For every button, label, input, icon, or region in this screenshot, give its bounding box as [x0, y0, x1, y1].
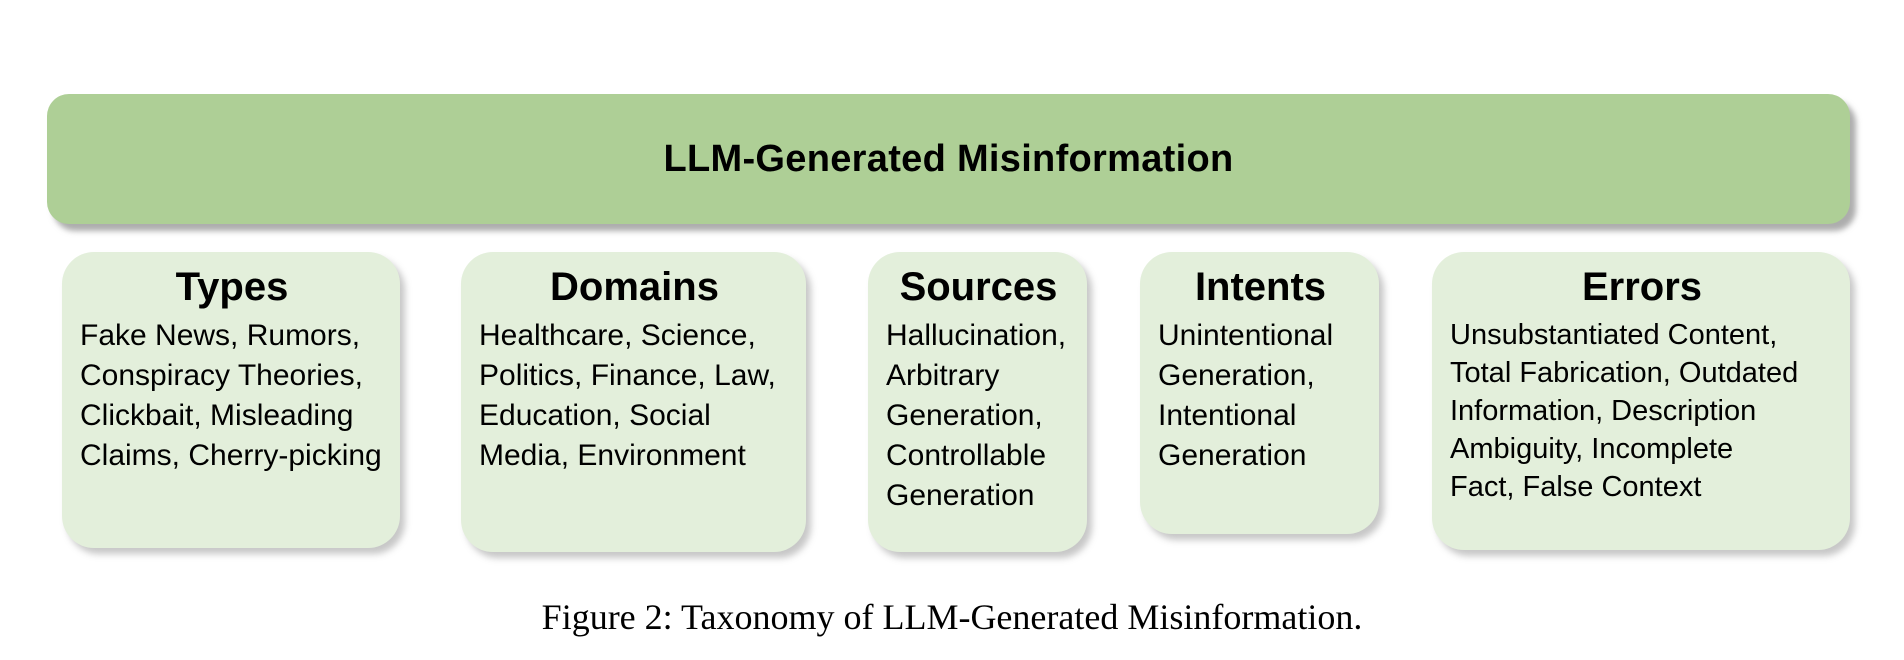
box-body-line: Ambiguity, Incomplete: [1450, 433, 1734, 465]
box-body-line: Conspiracy Theories,: [80, 359, 363, 392]
box-body-line: Hallucination,: [886, 319, 1067, 352]
box-body-line: Total Fabrication, Outdated: [1450, 357, 1799, 389]
taxonomy-box-errors: Errors Unsubstantiated Content, Total Fab…: [1432, 252, 1850, 550]
box-body-domains: Healthcare, Science, Politics, Finance, L…: [479, 316, 790, 476]
box-title-domains: Domains: [550, 265, 719, 309]
box-title-intents: Intents: [1194, 265, 1327, 309]
box-body-line: Healthcare, Science,: [479, 319, 756, 352]
box-body-line: Intentional: [1158, 399, 1297, 432]
box-body-line: Fake News, Rumors,: [80, 319, 361, 352]
box-body-line: Information, Description: [1450, 395, 1757, 427]
box-body-line: Claims, Cherry-picking: [80, 439, 382, 472]
box-body-line: Generation,: [886, 399, 1043, 432]
taxonomy-root-label: LLM-Generated Misinformation: [663, 137, 1234, 180]
box-body-line: Arbitrary: [886, 359, 1000, 392]
box-title-errors: Errors: [1581, 265, 1703, 309]
box-body-line: Generation: [1158, 439, 1307, 472]
taxonomy-root-box: LLM-Generated Misinformation: [47, 94, 1850, 224]
box-title-types: Types: [175, 265, 289, 309]
box-body-line: Unintentional: [1158, 319, 1334, 352]
box-body-errors: Unsubstantiated Content, Total Fabricatio…: [1450, 316, 1834, 506]
box-body-line: Politics, Finance, Law,: [479, 359, 776, 392]
box-title-sources: Sources: [899, 265, 1058, 309]
box-body-line: Unsubstantiated Content,: [1450, 319, 1778, 351]
box-body-line: Controllable: [886, 439, 1047, 472]
box-body-types: Fake News, Rumors, Conspiracy Theories, Cl…: [80, 316, 384, 476]
box-body-line: Generation,: [1158, 359, 1315, 392]
taxonomy-box-domains: Domains Healthcare, Science, Politics, Fi…: [461, 252, 806, 552]
box-body-line: Generation: [886, 479, 1035, 512]
taxonomy-box-types: Types Fake News, Rumors, Conspiracy Theor…: [62, 252, 400, 548]
figure-caption: Figure 2: Taxonomy of LLM-Generated Misi…: [541, 597, 1363, 637]
box-body-line: Clickbait, Misleading: [80, 399, 354, 432]
box-body-line: Media, Environment: [479, 439, 746, 472]
box-body-line: Education, Social: [479, 399, 711, 432]
box-body-line: Fact, False Context: [1450, 471, 1702, 503]
